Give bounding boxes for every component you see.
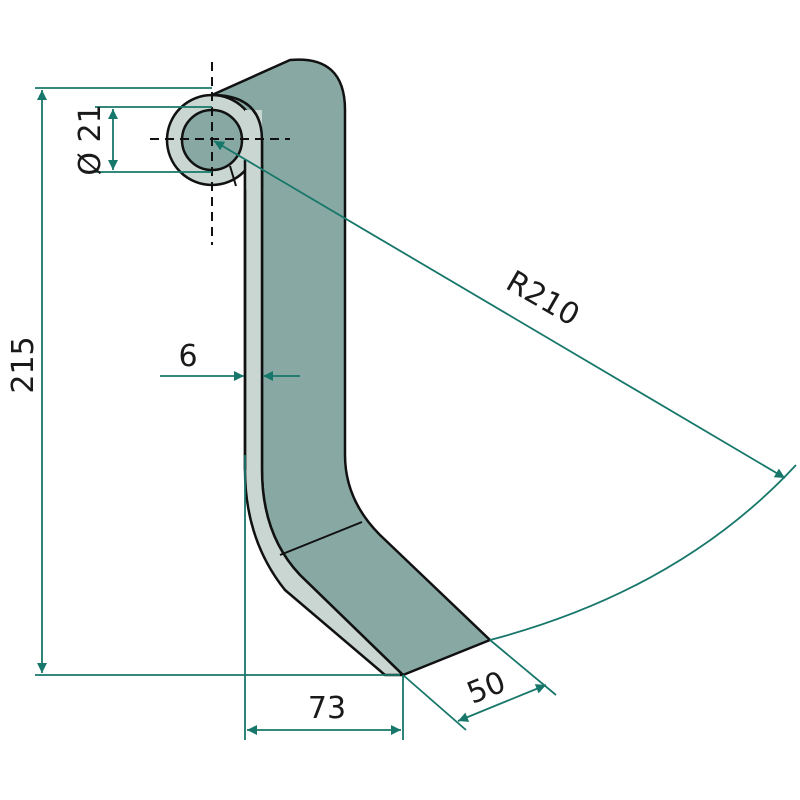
height-dimension-label: 215: [6, 336, 41, 393]
bend-line: [279, 521, 363, 556]
radius-dimension-label: R210: [500, 264, 585, 333]
tip-dimension-label: 50: [462, 665, 511, 712]
thickness-dimension-label: 6: [178, 339, 197, 374]
bore-dimension-label: Ø 21: [73, 104, 108, 175]
width-dimension-label: 73: [308, 691, 346, 726]
